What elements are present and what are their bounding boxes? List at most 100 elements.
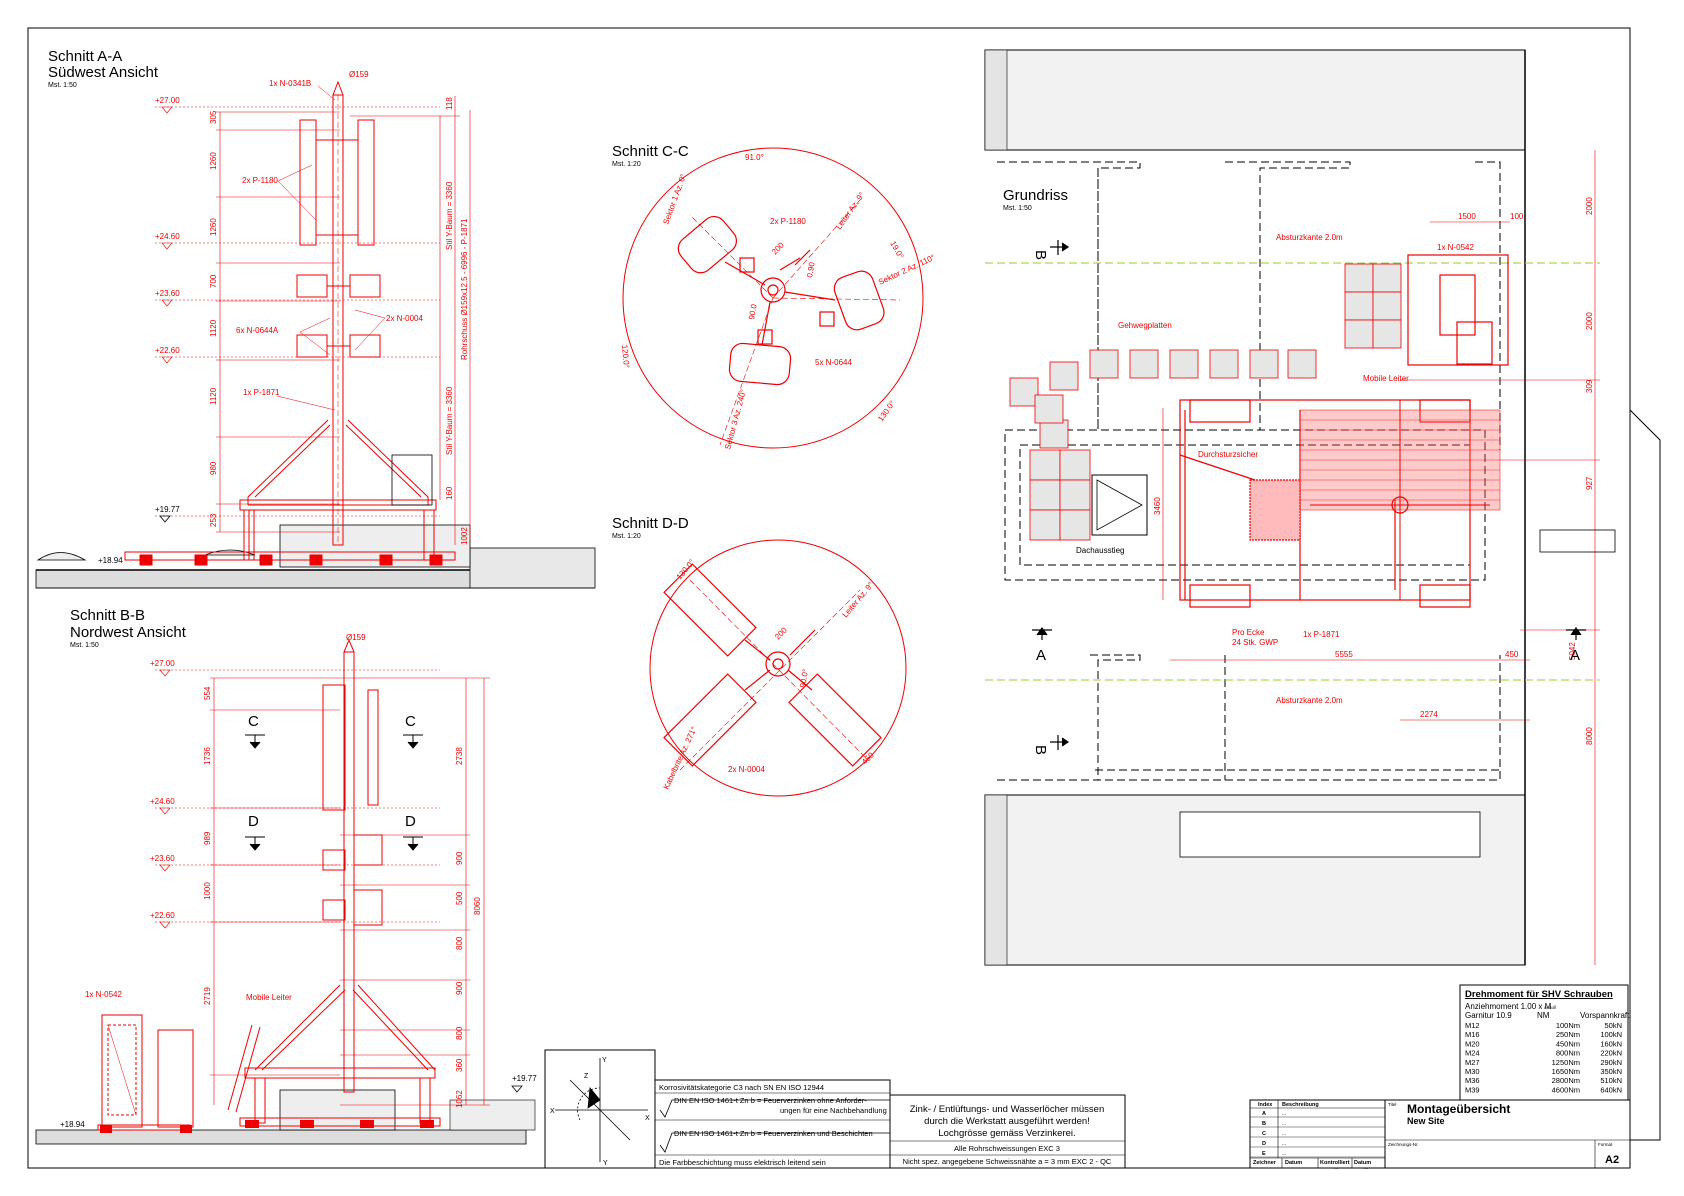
revision-index: E xyxy=(1262,1151,1266,1157)
coating-box xyxy=(654,1079,891,1169)
torque-header-1: Garnitur 10.9 xyxy=(1465,1011,1512,1020)
cut-label-c: C xyxy=(248,713,259,730)
mast-b-b xyxy=(97,638,441,1131)
dimension-chain-right xyxy=(350,96,471,545)
cut-label-d: D xyxy=(405,813,416,830)
revision-index: A xyxy=(1262,1111,1266,1117)
drawing-title: Montageübersicht xyxy=(1407,1102,1510,1116)
dim-text: 1120 xyxy=(209,387,218,405)
dim-text: 8060 xyxy=(473,897,482,915)
dim-text: 2738 xyxy=(455,747,464,765)
dim-text: 2274 xyxy=(1420,710,1438,719)
dim-text: 450 xyxy=(1505,650,1519,659)
walkway-slabs xyxy=(1009,263,1402,541)
bottom-structure xyxy=(1179,811,1481,858)
dimension-chain-left xyxy=(216,111,340,533)
dim-text: 1500 xyxy=(1458,212,1476,221)
section-c-c-scale: Mst. 1:20 xyxy=(612,161,641,168)
floor-plan-dimensions xyxy=(1162,150,1600,965)
weld-note-2: Nicht spez. angegebene Schweissnähte a =… xyxy=(903,1157,1112,1166)
zinc-note-line1: Zink- / Entlüftungs- und Wasserlöcher mü… xyxy=(910,1104,1104,1115)
revision-index: C xyxy=(1262,1131,1266,1137)
dim-text: 700 xyxy=(209,274,218,288)
angle-label: 91.0° xyxy=(745,153,764,162)
base-plates-b xyxy=(100,1120,434,1133)
revision-footer-value: ... xyxy=(1364,1165,1368,1171)
section-a-a-view: Schnitt A-A Südwest Ansicht Mst. 1:50 +2… xyxy=(35,48,596,589)
leaders-a-a xyxy=(276,85,386,411)
dim-text: 118 xyxy=(445,97,454,110)
sector-axes-c xyxy=(689,199,901,446)
axis-z-label: Z xyxy=(584,1073,589,1080)
dim-text: 200 xyxy=(770,240,786,256)
roof-hatch xyxy=(1091,474,1148,536)
torque-cell: M24 xyxy=(1465,1049,1480,1058)
axis-x-label: X xyxy=(550,1108,555,1115)
torque-table-subtitle: Anziehmoment 1.00 x M xyxy=(1465,1002,1552,1011)
dim-text: 554 xyxy=(203,686,212,700)
callout-ladder: Mobile Leiter xyxy=(246,993,292,1002)
revision-checked-header: Kontrolliert xyxy=(1320,1160,1350,1166)
level-label: +22.60 xyxy=(150,911,175,920)
callout-n0341b: 1x N-0341B xyxy=(269,79,311,88)
angle-label: 120.0° xyxy=(620,344,631,368)
section-b-b-scale: Mst. 1:50 xyxy=(70,642,99,649)
format-caption: Format xyxy=(1598,1142,1613,1147)
callout-diameter: Ø159 xyxy=(349,70,369,79)
sector-label: Sektor 3 Az. 240° xyxy=(723,388,748,450)
roof-hatch-symbol xyxy=(1096,479,1143,531)
revision-footer-value: ... xyxy=(1334,1165,1338,1171)
floor-plan-title: Grundriss xyxy=(1003,187,1068,204)
torque-cell: 2800Nm xyxy=(1552,1076,1580,1085)
revision-index: B xyxy=(1262,1121,1266,1127)
torque-cell: 4600Nm xyxy=(1552,1085,1580,1094)
cut-label-d: D xyxy=(248,813,259,830)
callout-n0004: 2x N-0004 xyxy=(728,765,765,774)
revision-index-header: Index xyxy=(1258,1102,1273,1108)
level-label: +18.94 xyxy=(60,1120,85,1129)
callout-n0542: 1x N-0542 xyxy=(85,990,122,999)
callout-p1180: 2x P-1180 xyxy=(770,217,806,226)
torque-cell: M39 xyxy=(1465,1085,1480,1094)
level-label: +27.00 xyxy=(155,96,180,105)
dim-text: 1002 xyxy=(460,527,469,545)
section-a-a-scale: Mst. 1:50 xyxy=(48,82,77,89)
mobile-ladder xyxy=(227,1024,261,1113)
corner-label: Pro Ecke xyxy=(1232,628,1265,637)
callout-p1871: 1x P-1871 xyxy=(1303,630,1340,639)
dim-text: 90.0 xyxy=(747,303,759,320)
torque-cell: M36 xyxy=(1465,1076,1480,1085)
section-b-b-title: Schnitt B-B xyxy=(70,607,145,624)
dim-text: 2000 xyxy=(1585,197,1594,215)
dim-text: 8000 xyxy=(1585,727,1594,745)
drawing-number-caption: Zeichnungs-Nr. xyxy=(1388,1142,1419,1147)
torque-cell: 350kN xyxy=(1600,1067,1622,1076)
torque-header-3: Vorspannkraft xyxy=(1580,1011,1630,1020)
wall-hatch xyxy=(984,49,1008,151)
equipment-cabinet xyxy=(391,454,433,506)
dim-text: 1120 xyxy=(209,319,218,337)
torque-cell: 450Nm xyxy=(1556,1039,1580,1048)
neighbour-building xyxy=(1629,409,1661,1141)
dim-text: 900 xyxy=(455,981,464,995)
antenna-mount-c xyxy=(677,215,885,386)
leiter-label: Leiter Az. 9° xyxy=(834,191,866,232)
torque-cell: M30 xyxy=(1465,1067,1480,1076)
callout-n0542: 1x N-0542 xyxy=(1437,243,1474,252)
revision-description: ... xyxy=(1282,1141,1286,1147)
wall-hatch xyxy=(984,794,1008,966)
torque-cell: 510kN xyxy=(1600,1076,1622,1085)
dim-text: 305 xyxy=(209,110,218,124)
site-name: New Site xyxy=(1407,1116,1445,1126)
level-marker-black xyxy=(511,1085,523,1093)
section-b-b-subtitle: Nordwest Ansicht xyxy=(70,624,187,641)
weld-note-1: Alle Rohrschweissungen EXC 3 xyxy=(954,1144,1060,1153)
azimuth-circle-d xyxy=(649,539,907,797)
dim-text: 980 xyxy=(209,461,218,475)
section-c-c-view: Schnitt C-C Mst. 1:20 91.0° 19.0° 120.0° xyxy=(612,143,936,451)
leiter-label: Leiter Az. 9° xyxy=(841,580,876,619)
torque-cell: 1650Nm xyxy=(1552,1067,1580,1076)
cut-label-b: B xyxy=(1032,250,1049,260)
level-label: +24.60 xyxy=(155,232,180,241)
